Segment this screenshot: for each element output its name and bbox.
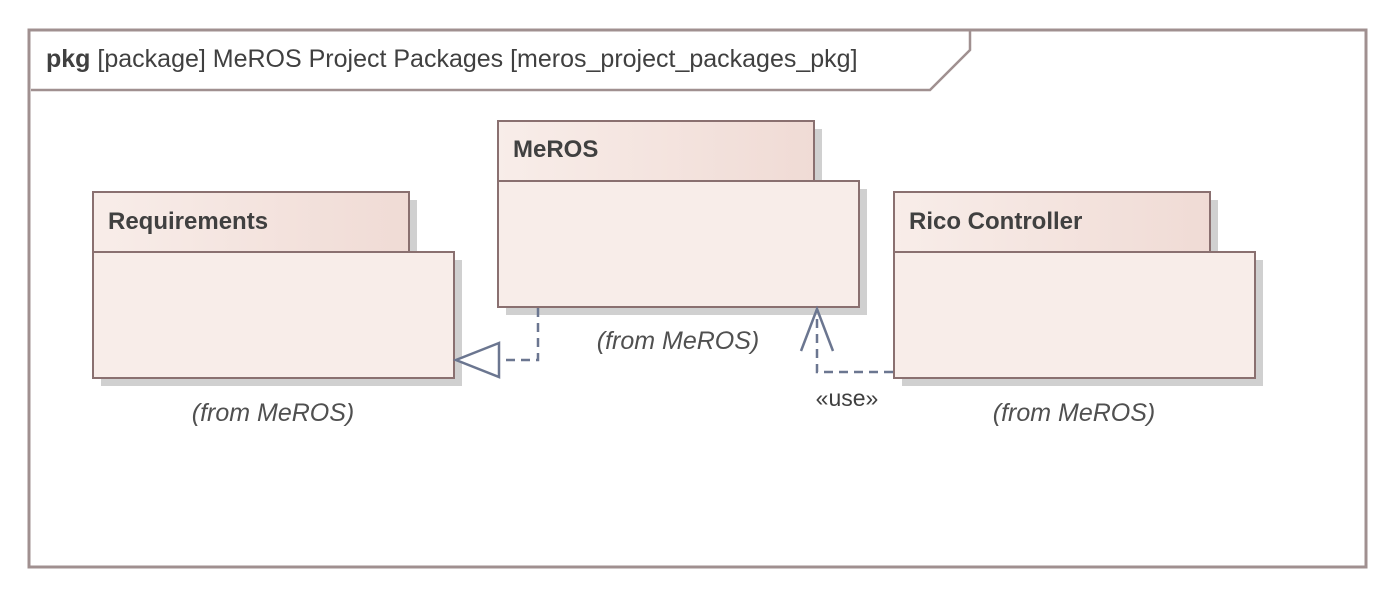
usage-stereotype-label: «use» (816, 385, 879, 411)
frame-title-text: [package] MeROS Project Packages [meros_… (97, 45, 857, 73)
package-origin: (from MeROS) (993, 399, 1156, 427)
package-tab (497, 120, 815, 182)
package-requirements[interactable]: Requirements (from MeROS) (92, 191, 462, 427)
usage-connector[interactable]: «use» (799, 305, 893, 411)
package-name: Rico Controller (909, 208, 1082, 235)
frame-keyword: pkg (46, 45, 90, 73)
connector-line (499, 308, 540, 362)
connector-line (815, 310, 893, 374)
package-body (92, 251, 455, 379)
package-body (497, 180, 860, 308)
realization-arrowhead (452, 341, 501, 379)
package-name: MeROS (513, 136, 598, 163)
package-origin: (from MeROS) (192, 399, 355, 427)
package-rico-controller[interactable]: Rico Controller (from MeROS) (893, 191, 1263, 427)
realization-connector[interactable] (452, 308, 540, 379)
package-tab (893, 191, 1211, 253)
frame-title: pkg [package] MeROS Project Packages [me… (46, 45, 858, 73)
package-body (893, 251, 1256, 379)
package-name: Requirements (108, 208, 268, 235)
usage-arrowhead (799, 305, 835, 352)
frame-title-tab (31, 31, 972, 92)
package-meros[interactable]: MeROS (from MeROS) (497, 120, 867, 355)
package-origin: (from MeROS) (597, 327, 760, 355)
